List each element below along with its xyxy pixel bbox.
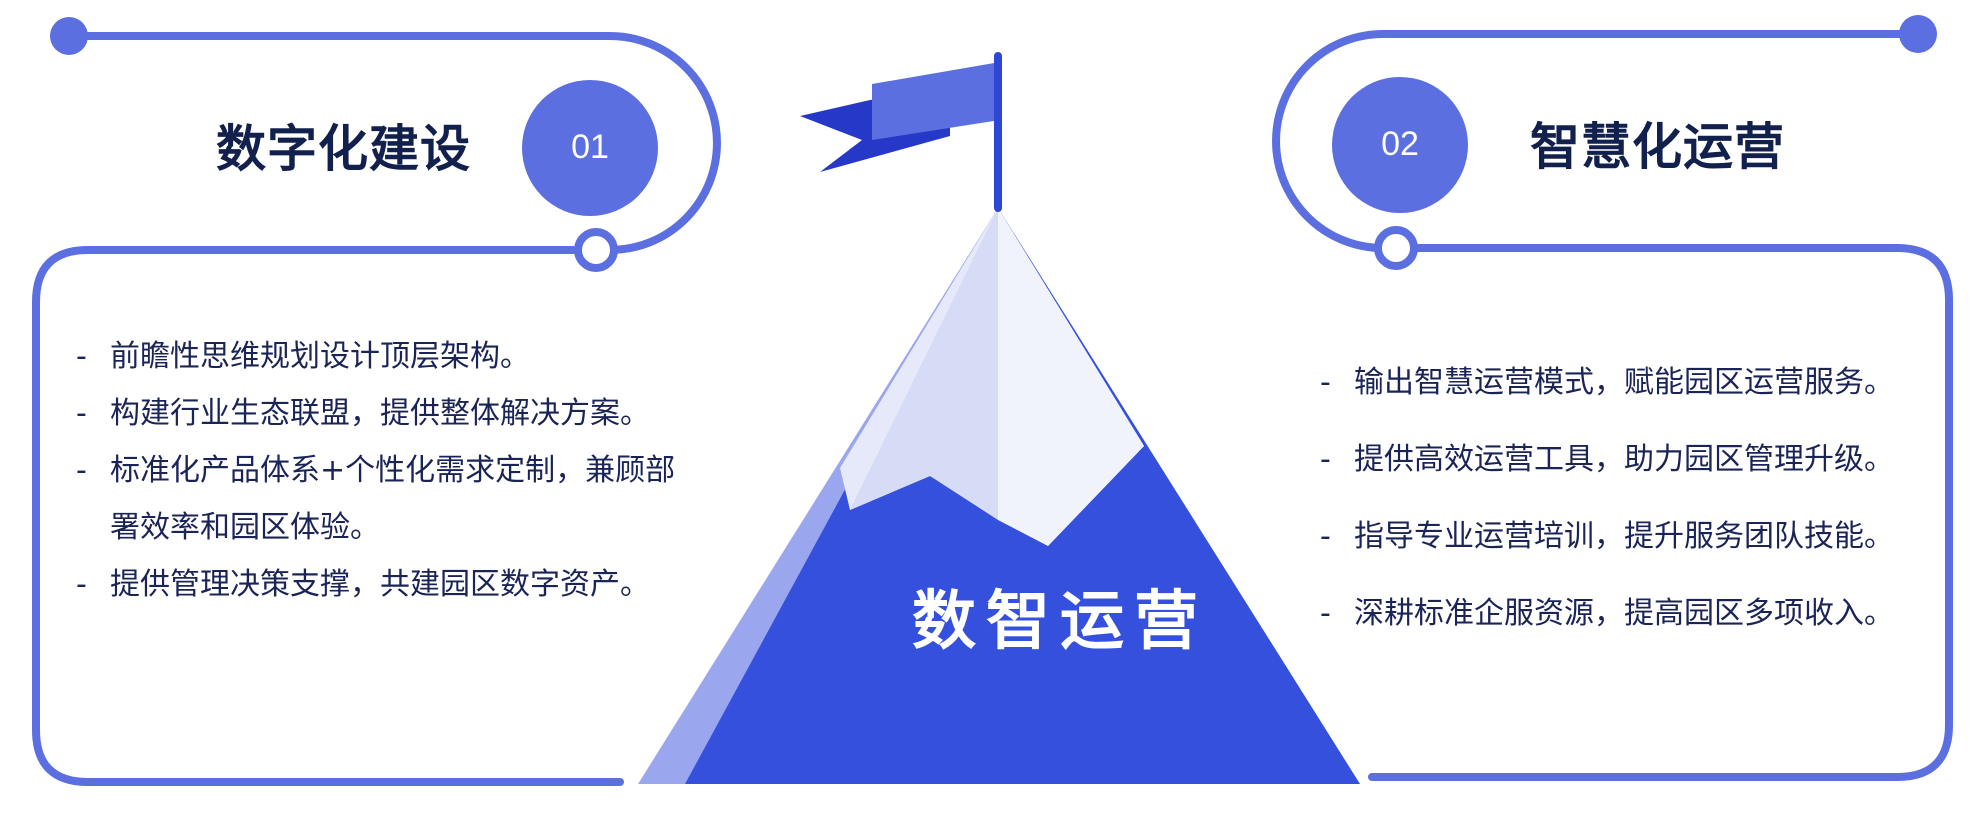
left-box-border — [32, 246, 624, 786]
list-item: -标准化产品体系+个性化需求定制，兼顾部署效率和园区体验。 — [76, 442, 696, 556]
list-item-text: 输出智慧运营模式，赋能园区运营服务。 — [1354, 365, 1894, 400]
bullet-marker: - — [76, 396, 87, 431]
left-connector — [50, 17, 721, 254]
list-item-text: 提供管理决策支撑，共建园区数字资产。 — [110, 567, 650, 602]
list-item-text: 标准化产品体系+个性化需求定制，兼顾部署效率和园区体验。 — [110, 453, 676, 545]
left-number: 01 — [571, 128, 609, 166]
left-number-circle — [522, 80, 658, 216]
left-item-list: -前瞻性思维规划设计顶层架构。 -构建行业生态联盟，提供整体解决方案。 -标准化… — [76, 328, 696, 613]
right-item-list: -输出智慧运营模式，赋能园区运营服务。 -提供高效运营工具，助力园区管理升级。 … — [1320, 344, 1940, 652]
mountain-icon — [638, 208, 1360, 784]
list-item: -深耕标准企服资源，提高园区多项收入。 — [1320, 575, 1940, 652]
left-title: 数字化建设 — [216, 120, 471, 178]
list-item: -提供管理决策支撑，共建园区数字资产。 — [76, 556, 696, 613]
list-item-text: 指导专业运营培训，提升服务团队技能。 — [1354, 519, 1894, 554]
list-item-text: 提供高效运营工具，助力园区管理升级。 — [1354, 442, 1894, 477]
right-number-circle — [1332, 77, 1468, 213]
bullet-marker: - — [1320, 596, 1331, 631]
right-title: 智慧化运营 — [1530, 118, 1785, 176]
list-item-text: 深耕标准企服资源，提高园区多项收入。 — [1354, 596, 1894, 631]
list-item: -输出智慧运营模式，赋能园区运营服务。 — [1320, 344, 1940, 421]
list-item: -前瞻性思维规划设计顶层架构。 — [76, 328, 696, 385]
bullet-marker: - — [76, 339, 87, 374]
bullet-marker: - — [76, 453, 87, 488]
right-joint-ring — [1374, 226, 1418, 270]
right-connector — [1272, 15, 1937, 252]
list-item: -指导专业运营培训，提升服务团队技能。 — [1320, 498, 1940, 575]
bullet-marker: - — [76, 567, 87, 602]
bullet-marker: - — [1320, 519, 1331, 554]
mountain-label: 数智运营 — [912, 585, 1208, 659]
left-bracket-line — [65, 32, 721, 254]
list-item-text: 构建行业生态联盟，提供整体解决方案。 — [110, 396, 650, 431]
flag-icon — [800, 52, 1002, 212]
left-joint-ring — [574, 228, 618, 272]
list-item-text: 前瞻性思维规划设计顶层架构。 — [110, 339, 530, 374]
bullet-marker: - — [1320, 442, 1331, 477]
list-item: -提供高效运营工具，助力园区管理升级。 — [1320, 421, 1940, 498]
bullet-marker: - — [1320, 365, 1331, 400]
right-number: 02 — [1381, 125, 1419, 163]
list-item: -构建行业生态联盟，提供整体解决方案。 — [76, 385, 696, 442]
right-box-border — [1368, 244, 1953, 781]
right-bracket-line — [1272, 30, 1922, 252]
